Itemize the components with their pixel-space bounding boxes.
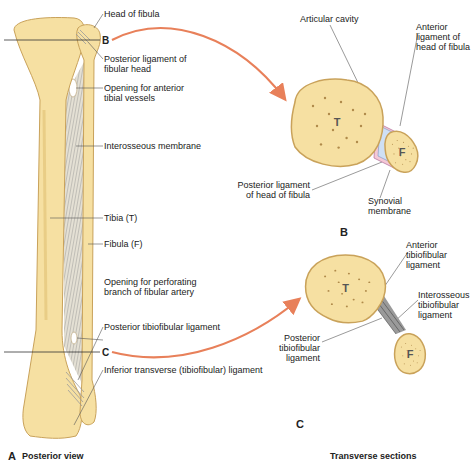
section-line [4,40,100,41]
fibula-bone [77,25,101,425]
tibiofibular-ligament [66,372,84,406]
bone-letter: T [287,116,387,128]
part-label: Posterior ligament of fibular head [104,54,204,74]
part-label: Posterior tibiofibular ligament [246,333,320,363]
part-label: Posterior ligament of head of fibula [236,180,310,200]
part-label: Tibia (T) [104,213,204,223]
part-label: Opening for perforating branch of fibula… [104,277,214,297]
section-letter: C [296,418,316,430]
section-line [4,352,100,353]
bone-letter: F [382,146,422,158]
part-label: Synovial membrane [368,196,428,216]
bone-section: T [303,252,388,324]
bone-section: F [392,332,428,376]
part-label: Opening for anterior tibial vessels [104,83,204,103]
part-label: Anterior tibiofibular ligament [406,240,472,270]
part-label: Inferior transverse (tibiofibular) ligam… [104,365,284,375]
view-title: Transverse sections [330,451,460,461]
bone-letter: F [392,348,428,360]
part-label: Posterior tibiofibular ligament [104,322,254,332]
part-label: Interosseous tibiofibular ligament [418,290,474,320]
view-title: Posterior view [22,451,122,461]
interosseous-membrane [64,62,84,388]
part-label: Anterior ligament of head of fibula [416,22,474,52]
bone-letter: T [303,282,388,294]
part-label: Fibula (F) [104,239,204,249]
leader-lines [50,14,418,425]
part-label: Interosseous membrane [104,141,224,151]
bone-shading [44,110,46,320]
bone-section: F [382,128,422,176]
part-label: Head of fibula [104,9,224,19]
section-letter: C [102,347,122,358]
view-letter: A [8,450,24,462]
fibular-head-ligament [76,30,90,44]
vessel-opening [71,332,77,344]
tibia-bone [14,18,85,439]
section-letter: B [102,35,122,46]
part-label: Articular cavity [300,14,390,24]
section-letter: B [340,226,360,238]
membrane-fibres [64,62,84,388]
bone-section: T [287,72,387,172]
